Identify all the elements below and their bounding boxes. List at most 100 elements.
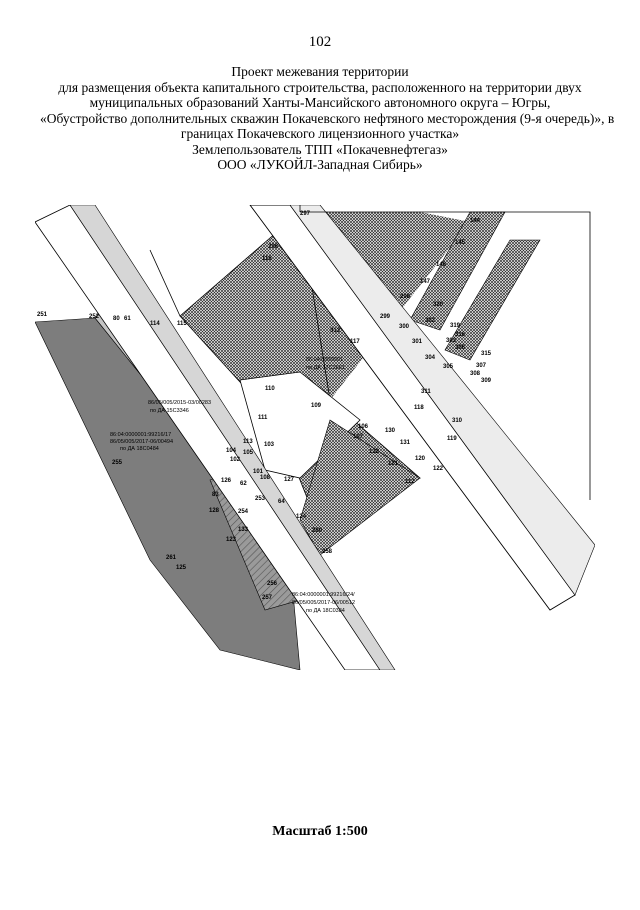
point-number: 122: [433, 466, 444, 472]
point-number: 319: [450, 323, 461, 329]
title-block: Проект межевания территории для размещен…: [40, 64, 615, 173]
point-number: 312: [330, 328, 341, 334]
point-number: 102: [230, 457, 241, 463]
point-number: 301: [412, 339, 423, 345]
title-line: для размещения объекта капитального стро…: [58, 79, 582, 95]
point-number: 303: [446, 338, 457, 344]
parcel-label-lower: 86:04:0000001:99216/24/: [292, 592, 355, 598]
point-number: 62: [240, 481, 247, 487]
point-number: 304: [425, 355, 436, 361]
point-number: 255: [112, 460, 123, 466]
point-number: 104: [226, 448, 237, 454]
point-number: 308: [470, 371, 481, 377]
point-number: 112: [405, 479, 415, 485]
boundary-line: [300, 211, 591, 500]
point-number: 107: [353, 434, 364, 440]
point-number: 114: [150, 321, 160, 327]
point-number: 117: [350, 339, 360, 345]
road-right-edge: [289, 205, 595, 596]
parcel-label-upper: по ДА 17С2661: [306, 365, 345, 371]
point-number: 144: [470, 218, 481, 224]
point-number: 103: [264, 442, 275, 448]
boundary-line: [149, 249, 181, 317]
title-line: ООО «ЛУКОЙЛ-Западная Сибирь»: [217, 157, 423, 172]
title-line: муниципальных образований Ханты-Мансийск…: [89, 95, 551, 110]
point-number: 297: [300, 211, 311, 217]
point-number: 307: [476, 363, 487, 369]
title-line: границах Покачевского лицензионного учас…: [180, 126, 460, 141]
point-number: 309: [481, 378, 492, 384]
point-number: 113: [243, 439, 253, 445]
point-number: 101: [253, 469, 264, 475]
point-number: 306: [455, 345, 466, 351]
point-number: 305: [443, 364, 454, 370]
point-number: 110: [265, 386, 275, 392]
point-number: 120: [415, 456, 426, 462]
point-number: 302: [425, 318, 436, 324]
point-number: 105: [243, 450, 254, 456]
point-number: 133: [238, 527, 249, 533]
parcel-label-lower: 86/05/005/2017-06/00512: [292, 600, 355, 606]
page-number: 102: [308, 34, 332, 50]
point-number: 118: [414, 405, 424, 411]
parcel-label-middle: 86/05/005/2015-03/00283: [148, 400, 211, 406]
point-number: 121: [388, 461, 399, 467]
point-number: 299: [380, 314, 391, 320]
point-number: 126: [221, 478, 232, 484]
point-number: 310: [452, 418, 463, 424]
point-number: 80: [113, 316, 120, 322]
point-number: 315: [481, 351, 492, 357]
point-number: 145: [455, 240, 466, 246]
title-line: «Обустройство дополнительных скважин Пок…: [40, 110, 615, 126]
scale-label: Масштаб 1:500: [272, 824, 368, 839]
point-number: 320: [433, 302, 444, 308]
parcel-label-left: по ДА 18С0484: [120, 446, 159, 452]
point-number: 128: [209, 508, 220, 514]
point-number: 61: [124, 316, 131, 322]
point-number: 298: [400, 294, 411, 300]
point-number: 130: [385, 428, 396, 434]
point-number: 253: [255, 496, 266, 502]
point-number: 106: [358, 424, 369, 430]
parcel-label-upper: 86:04:0000001: [306, 357, 343, 363]
point-number: 111: [258, 415, 268, 421]
point-number: 115: [177, 321, 187, 327]
point-number: 127: [284, 477, 295, 483]
point-number: 124: [296, 514, 307, 520]
parcel-strip-2: [444, 239, 541, 361]
point-number: 256: [267, 581, 278, 587]
title-line: Проект межевания территории: [231, 64, 409, 79]
point-number: 260: [312, 528, 323, 534]
point-number: 258: [322, 549, 333, 555]
point-number: 311: [421, 389, 431, 395]
point-number: 108: [260, 475, 271, 481]
point-number: 251: [37, 312, 48, 318]
road-left: [35, 205, 381, 670]
point-number: 116: [262, 256, 272, 262]
point-number: 254: [238, 509, 249, 515]
road-left-edge: [69, 205, 396, 670]
point-number: 316: [455, 332, 466, 338]
point-number: 64: [278, 499, 285, 505]
point-number: 109: [311, 403, 322, 409]
parcel-label-left: 86:04:0000001:99216/17: [110, 432, 171, 438]
point-number: 257: [262, 595, 273, 601]
point-number: 147: [420, 279, 431, 285]
point-number: 296: [268, 244, 279, 250]
point-number: 300: [399, 324, 410, 330]
point-number: 132: [369, 449, 380, 455]
parcel-label-left: 86/05/005/2017-06/00494: [110, 439, 173, 445]
point-number: 131: [400, 440, 411, 446]
parcel-label-lower: по ДА 18С0384: [306, 608, 345, 614]
point-number: 83: [212, 492, 219, 498]
title-line: Землепользователь ТПП «Покачевнефтегаз»: [192, 141, 448, 157]
point-number: 261: [166, 555, 177, 561]
point-number: 119: [447, 436, 457, 442]
point-number: 252: [89, 314, 100, 320]
point-number: 123: [226, 537, 237, 543]
point-numbers: 297 296 116 144 145 146 147 298 320 299 …: [37, 211, 492, 601]
point-number: 146: [436, 262, 447, 268]
parcel-label-middle: по ДА 15С3346: [150, 408, 189, 414]
